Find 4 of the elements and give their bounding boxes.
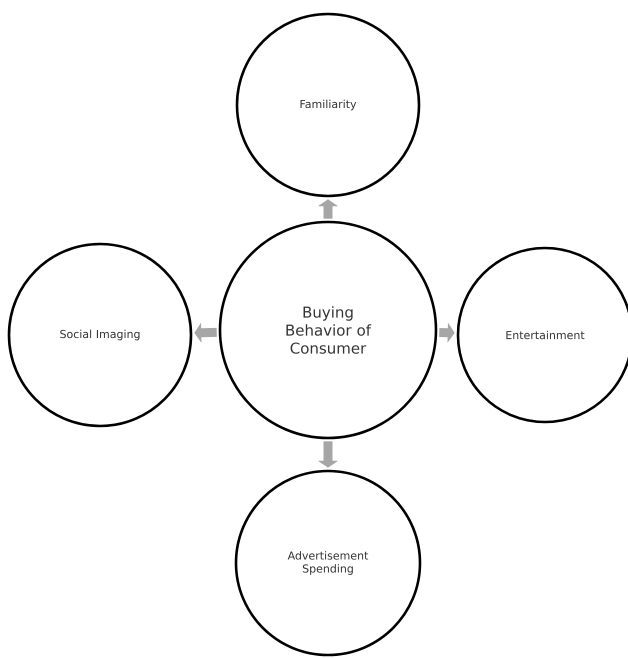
circle-node: Social Imaging	[8, 242, 192, 428]
circle-node: Buying Behavior of Consumer	[218, 220, 438, 440]
circle-node: Advertisement Spending	[234, 470, 422, 656]
circle-node: Familiarity	[236, 12, 420, 198]
